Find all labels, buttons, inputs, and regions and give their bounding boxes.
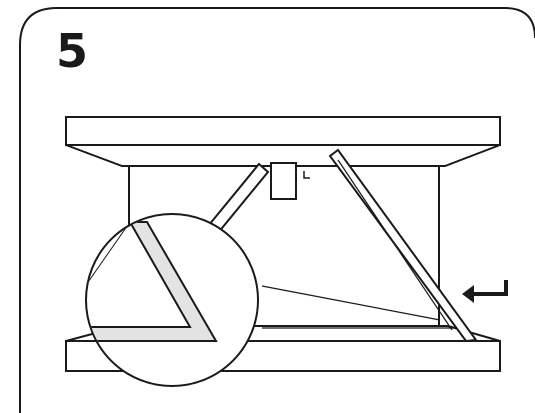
mounting-bracket: [270, 162, 297, 200]
zoom-leader-line-top: [261, 285, 441, 321]
right-diagonal-panel: [328, 148, 478, 343]
detail-corner-joint: [87, 221, 218, 342]
step-number: 5: [56, 24, 89, 78]
bracket-tab: [303, 171, 310, 179]
detail-magnifier: [85, 213, 259, 387]
arrow-left-turn-icon: [462, 280, 508, 303]
right-panel-edge: [337, 159, 453, 331]
step-frame: [19, 7, 535, 413]
top-shelf: [65, 116, 501, 146]
